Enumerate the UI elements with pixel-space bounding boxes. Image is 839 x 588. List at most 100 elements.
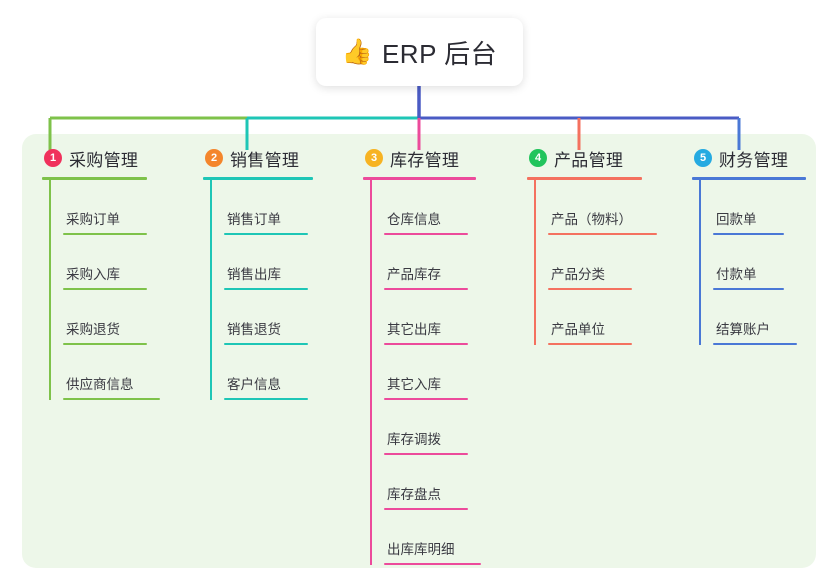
leaf-node-label: 仓库信息 [387,212,441,227]
branch-header[interactable]: 3 库存管理 [363,146,481,170]
leaf-node-underline [224,233,308,235]
leaf-node-underline [713,343,797,345]
leaf-node-underline [713,233,784,235]
branch-number-badge: 3 [365,149,383,167]
leaf-node[interactable]: 库存盘点 [370,455,481,510]
leaf-node[interactable]: 销售退货 [210,290,313,345]
branch-spine [49,180,51,400]
branch-spine [699,180,701,345]
leaf-node[interactable]: 仓库信息 [370,180,481,235]
branch-underline [42,177,147,180]
leaf-node[interactable]: 库存调拨 [370,400,481,455]
leaf-node[interactable]: 产品库存 [370,235,481,290]
leaf-node[interactable]: 产品（物料） [534,180,657,235]
branch-children: 回款单付款单结算账户 [699,180,806,345]
leaf-node-underline [384,508,468,510]
leaf-node-underline [63,233,147,235]
leaf-node[interactable]: 结算账户 [699,290,806,345]
leaf-node-underline [224,343,308,345]
branch-children: 销售订单销售出库销售退货客户信息 [210,180,313,400]
root-node[interactable]: 👍 ERP 后台 [316,18,523,86]
thumbs-up-icon: 👍 [341,37,373,66]
branch-children: 产品（物料） 产品分类产品单位 [534,180,657,345]
leaf-node-label: 采购入库 [66,267,120,282]
leaf-node-underline [63,288,147,290]
branch-number-badge: 2 [205,149,223,167]
leaf-node-underline [548,233,657,235]
leaf-node-label: 客户信息 [227,377,281,392]
branch-column: 1 采购管理采购订单采购入库采购退货供应商信息 [42,146,160,400]
branch-spine [534,180,536,345]
leaf-node[interactable]: 其它入库 [370,345,481,400]
leaf-node[interactable]: 其它出库 [370,290,481,345]
leaf-node[interactable]: 采购订单 [49,180,160,235]
leaf-node-label: 产品单位 [551,322,605,337]
branch-header[interactable]: 1 采购管理 [42,146,160,170]
leaf-node-label: 产品分类 [551,267,605,282]
branch-underline [527,177,642,180]
leaf-node[interactable]: 产品分类 [534,235,657,290]
leaf-node-underline [384,233,468,235]
leaf-node-underline [63,343,147,345]
leaf-node[interactable]: 客户信息 [210,345,313,400]
leaf-node-underline [384,398,468,400]
leaf-node-underline [384,288,468,290]
leaf-node-underline [713,288,784,290]
leaf-node-label: 产品库存 [387,267,441,282]
leaf-node-label: 库存盘点 [387,487,441,502]
branch-spine [370,180,372,565]
leaf-node-label: 其它入库 [387,377,441,392]
leaf-node-label: 库存调拨 [387,432,441,447]
leaf-node[interactable]: 回款单 [699,180,806,235]
branch-number-badge: 5 [694,149,712,167]
branch-column: 3 库存管理仓库信息产品库存其它出库其它入库库存调拨库存盘点出库库明细 [363,146,481,565]
leaf-node-label: 结算账户 [716,322,770,337]
leaf-node-label: 付款单 [716,267,757,282]
branch-title: 销售管理 [230,150,300,170]
branch-column: 5 财务管理回款单付款单结算账户 [692,146,806,345]
leaf-node-underline [548,288,632,290]
leaf-node-label: 供应商信息 [66,377,134,392]
branch-title: 产品管理 [554,150,624,170]
branch-children: 采购订单采购入库采购退货供应商信息 [49,180,160,400]
leaf-node-label: 产品（物料） [551,212,632,227]
leaf-node[interactable]: 出库库明细 [370,510,481,565]
leaf-node-underline [384,563,481,565]
leaf-node[interactable]: 销售订单 [210,180,313,235]
leaf-node[interactable]: 销售出库 [210,235,313,290]
leaf-node-label: 销售订单 [227,212,281,227]
branch-number-badge: 1 [44,149,62,167]
branch-underline [692,177,806,180]
branch-children: 仓库信息产品库存其它出库其它入库库存调拨库存盘点出库库明细 [370,180,481,565]
leaf-node-label: 其它出库 [387,322,441,337]
leaf-node[interactable]: 采购退货 [49,290,160,345]
leaf-node-underline [224,398,308,400]
branch-header[interactable]: 2 销售管理 [203,146,313,170]
branch-underline [203,177,313,180]
leaf-node-label: 回款单 [716,212,757,227]
branch-header[interactable]: 5 财务管理 [692,146,806,170]
leaf-node-underline [384,453,468,455]
root-node-label: ERP 后台 [381,38,498,69]
branch-title: 库存管理 [390,150,460,170]
leaf-node[interactable]: 产品单位 [534,290,657,345]
leaf-node-underline [63,398,160,400]
leaf-node-label: 出库库明细 [387,542,455,557]
branch-title: 财务管理 [719,150,789,170]
branch-underline [363,177,476,180]
leaf-node-underline [224,288,308,290]
leaf-node-underline [548,343,632,345]
leaf-node-underline [384,343,468,345]
diagram-background-panel [22,134,816,568]
leaf-node[interactable]: 供应商信息 [49,345,160,400]
leaf-node[interactable]: 付款单 [699,235,806,290]
leaf-node[interactable]: 采购入库 [49,235,160,290]
leaf-node-label: 采购退货 [66,322,120,337]
branch-title: 采购管理 [69,150,139,170]
branch-column: 2 销售管理销售订单销售出库销售退货客户信息 [203,146,313,400]
leaf-node-label: 销售出库 [227,267,281,282]
leaf-node-label: 采购订单 [66,212,120,227]
